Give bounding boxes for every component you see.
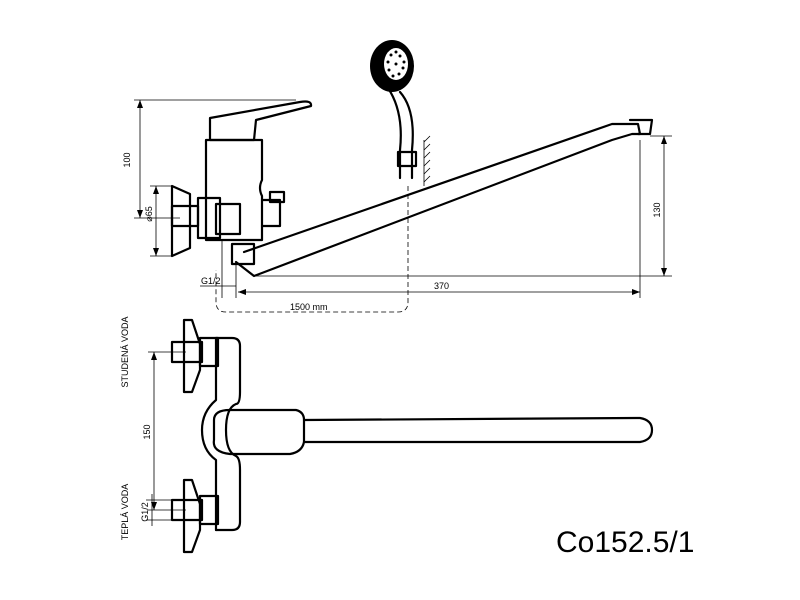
top-connector-nut xyxy=(198,336,220,368)
hot-water-label: TEPLÁ VODA xyxy=(120,484,130,541)
side-view: 100 ⌀65 G1/2 370 xyxy=(122,40,672,313)
spout-pipe xyxy=(234,122,642,278)
dim-spout-length xyxy=(238,140,641,298)
dim-thread-top xyxy=(200,240,237,298)
front-body xyxy=(214,336,242,532)
dim-hose-label: 1500 mm xyxy=(290,302,328,312)
dim-thread-bottom xyxy=(146,494,172,526)
diverter-knob xyxy=(260,198,282,228)
diverter-cap xyxy=(268,190,286,204)
cold-water-label: STUDENÁ VODA xyxy=(120,316,130,387)
dim-spout-length-label: 370 xyxy=(434,281,449,291)
bottom-flange xyxy=(182,478,202,554)
front-body-left xyxy=(200,336,218,532)
dim-spout-height-label: 130 xyxy=(652,202,662,217)
flange-inner xyxy=(214,202,242,236)
shower-holder xyxy=(396,150,418,168)
dim-height xyxy=(134,99,296,219)
wall-flange xyxy=(170,184,192,258)
bottom-outlet xyxy=(230,242,256,266)
model-code: Co152.5/1 xyxy=(556,526,694,559)
dim-flange-label: ⌀65 xyxy=(144,206,154,221)
spout-tip xyxy=(628,118,654,136)
dim-spout-height xyxy=(256,135,672,277)
dim-flange xyxy=(150,185,172,257)
dim-center-distance xyxy=(148,351,186,511)
front-view: 150 G1/2 STUDENÁ VODA TEPLÁ VODA xyxy=(120,316,654,554)
lever-handle xyxy=(208,100,313,142)
shower-nozzles xyxy=(386,50,406,78)
hand-shower xyxy=(370,40,431,186)
bottom-connector-nut xyxy=(198,494,220,526)
dim-height-label: 100 xyxy=(122,152,132,167)
mixer-body xyxy=(204,138,264,242)
front-spout xyxy=(212,408,654,456)
dim-center-distance-label: 150 xyxy=(142,424,152,439)
top-flange xyxy=(182,318,202,394)
wall-hatch xyxy=(423,135,431,186)
dim-thread-top-label: G1/2 xyxy=(201,276,221,286)
eccentric-pipe xyxy=(170,204,200,228)
shower-hose xyxy=(215,186,409,313)
shower-handle xyxy=(386,86,414,180)
dim-thread-bottom-label: G1/2 xyxy=(140,502,150,522)
